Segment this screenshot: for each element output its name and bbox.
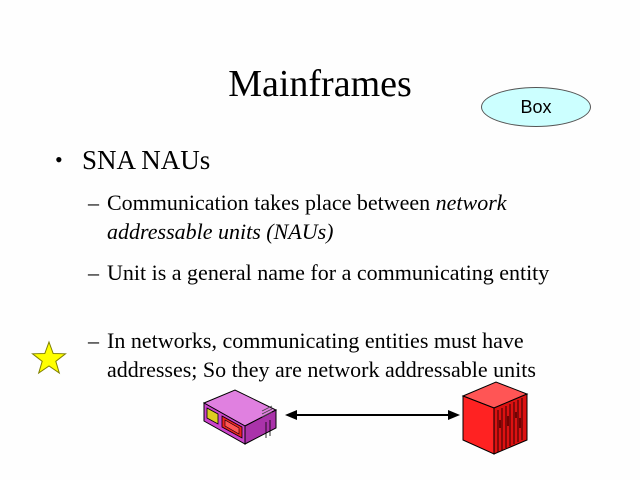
- sub-bullet-marker: –: [88, 328, 99, 353]
- sub-bullet-marker: –: [88, 190, 99, 215]
- sub-bullet-2: – Unit is a general name for a communica…: [88, 258, 588, 287]
- box-oval-shape[interactable]: Box: [481, 87, 591, 127]
- sub-bullet-text: Unit is a general name for a communicati…: [107, 260, 550, 285]
- sub-bullet-plain-text: Communication takes place between: [107, 190, 436, 215]
- terminal-device-icon: [202, 389, 278, 445]
- mainframe-icon: [461, 381, 529, 455]
- sub-bullet-1: – Communication takes place between netw…: [88, 188, 588, 246]
- sub-bullet-italic-text: network addressable units (NAUs): [107, 190, 507, 244]
- sub-bullet-3: – In networks, communicating entities mu…: [88, 326, 588, 384]
- star-icon: [31, 340, 67, 375]
- bullet-text: SNA NAUs: [82, 145, 211, 175]
- bullet-marker: •: [55, 147, 63, 172]
- sub-bullet-text: In networks, communicating entities must…: [107, 328, 536, 382]
- sub-bullet-marker: –: [88, 260, 99, 285]
- slide-title: Mainframes: [228, 63, 412, 105]
- sub-bullet-text: Communication takes place between networ…: [107, 188, 588, 246]
- bidirectional-arrow-icon: [285, 410, 460, 420]
